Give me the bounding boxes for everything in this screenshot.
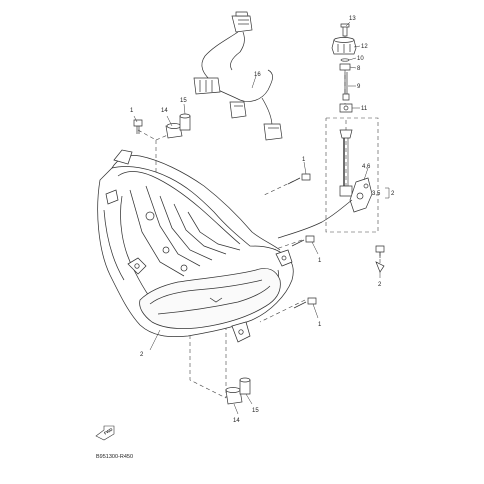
callout-14-b: 14 bbox=[233, 418, 240, 424]
callout-12: 12 bbox=[361, 44, 368, 50]
callout-2-main: 2 bbox=[140, 352, 144, 358]
callout-2-b: 2 bbox=[378, 282, 382, 288]
bolts-and-grommets bbox=[133, 113, 385, 405]
callout-leaders bbox=[133, 21, 390, 415]
callout-8: 8 bbox=[357, 66, 361, 72]
callout-14: 14 bbox=[161, 108, 168, 114]
callout-1: 1 bbox=[130, 108, 134, 114]
callout-10: 10 bbox=[357, 56, 364, 62]
callout-16: 16 bbox=[254, 72, 261, 78]
callout-1-c: 1 bbox=[318, 258, 322, 264]
callout-1-b: 1 bbox=[302, 157, 306, 163]
callout-1-d: 1 bbox=[318, 322, 322, 328]
callout-9: 9 bbox=[357, 84, 361, 90]
callout-13: 13 bbox=[349, 16, 356, 22]
adjuster-assembly bbox=[277, 129, 373, 239]
wiring-harness bbox=[193, 11, 283, 141]
callout-3-5: 3,5 bbox=[372, 191, 381, 197]
headlight-assembly bbox=[97, 149, 294, 343]
callout-15-b: 15 bbox=[252, 408, 259, 414]
callout-4-6: 4,6 bbox=[362, 164, 371, 170]
callout-2-right: 2 bbox=[391, 191, 395, 197]
fwd-arrow: FWD bbox=[95, 425, 115, 441]
fwd-label: FWD bbox=[103, 427, 113, 436]
callout-labels: 1 14 15 16 13 12 10 8 9 11 4,6 3,5 2 1 1… bbox=[130, 16, 395, 424]
callout-11: 11 bbox=[361, 106, 368, 112]
adjuster-knob-parts bbox=[331, 23, 357, 113]
diagram-code: B951300-R450 bbox=[96, 454, 133, 460]
callout-15: 15 bbox=[180, 98, 187, 104]
